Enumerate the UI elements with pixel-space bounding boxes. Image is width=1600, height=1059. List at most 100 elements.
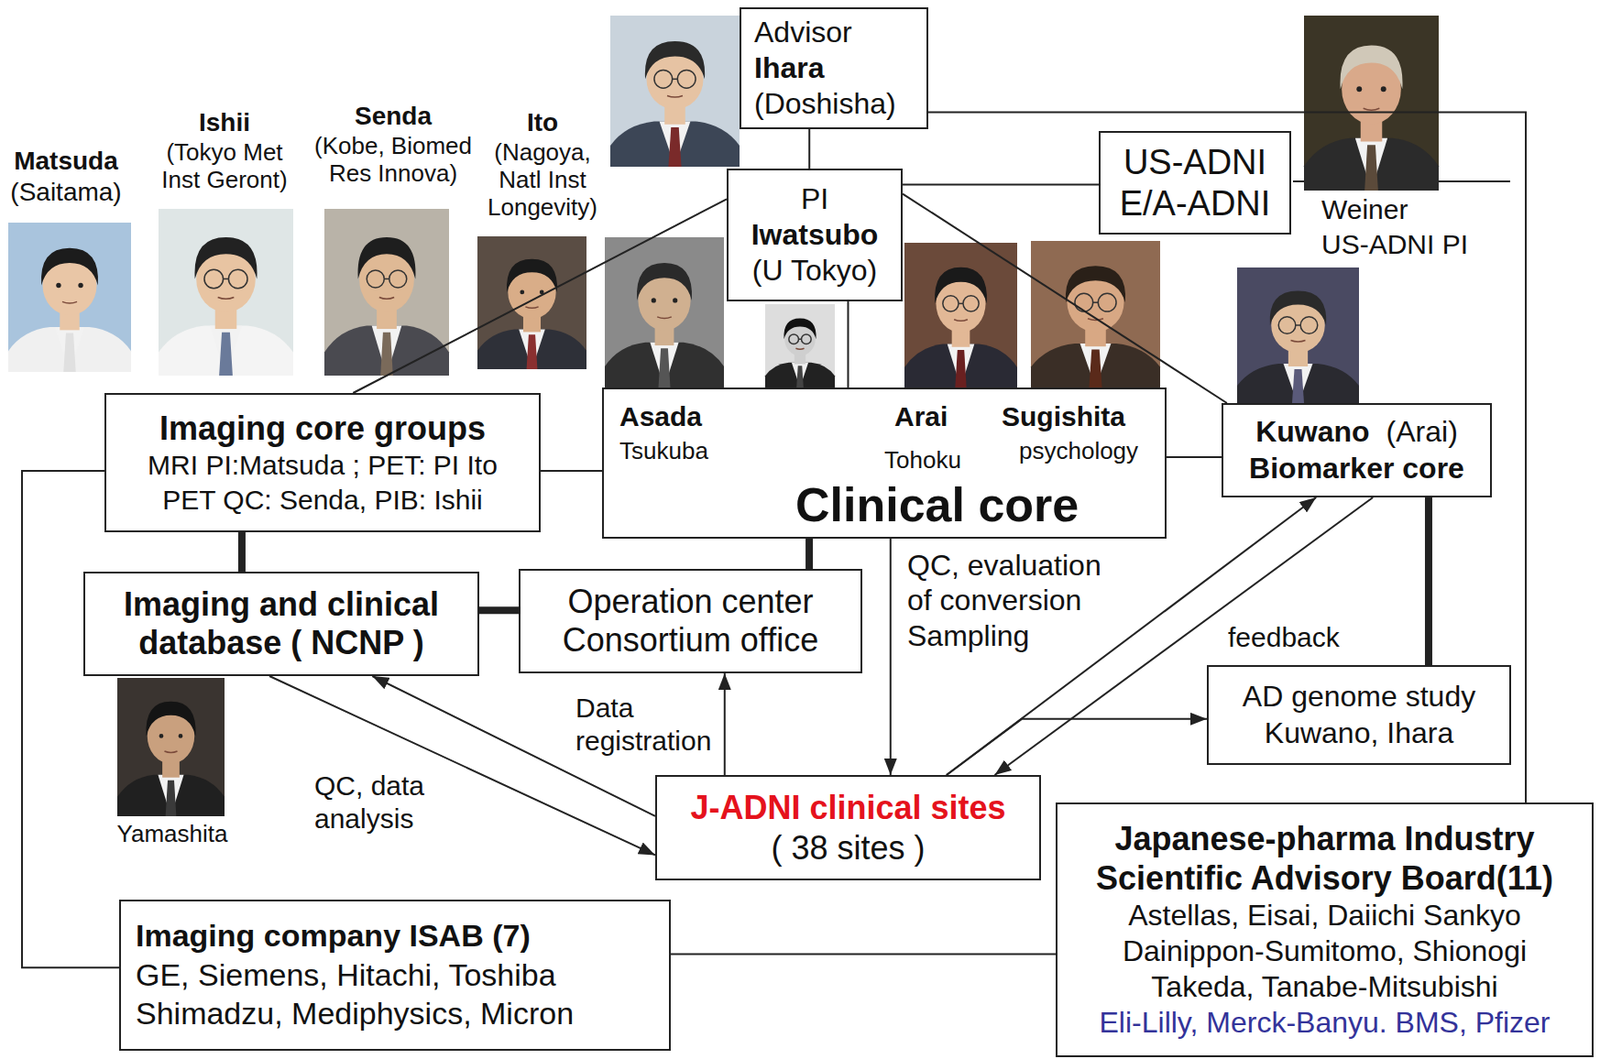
photo-hair (194, 237, 257, 280)
connector (479, 606, 519, 614)
photo-mouth (953, 319, 968, 322)
box-text: Tsukuba (619, 437, 709, 467)
photo-tie (1088, 349, 1102, 388)
box-text: Imaging company ISAB (7) (135, 917, 531, 955)
connector-label: QC, evaluation of conversion Sampling (907, 547, 1120, 654)
photo-ground (904, 242, 1018, 388)
process-box: J-ADNI clinical sites( 38 sites ) (655, 775, 1042, 881)
box-text: Ihara (754, 50, 824, 87)
photo-suit (610, 121, 740, 168)
photo-tie (380, 332, 394, 376)
photo-eye (1380, 86, 1387, 92)
portrait-photo (8, 222, 132, 373)
process-box: Japanese-pharma Industry Scientific Advi… (1055, 802, 1594, 1058)
box-text: Tohoku (884, 446, 962, 476)
box-text: ( 38 sites ) (770, 828, 925, 869)
portrait-photo (1030, 241, 1161, 388)
connector (946, 719, 1207, 776)
photo-shirt (372, 325, 403, 376)
affiliation: (Saitama) (10, 177, 121, 208)
connector (352, 198, 727, 394)
photo-mouth (795, 347, 804, 350)
photo-glasses (789, 334, 800, 345)
photo-ground (8, 222, 132, 373)
photo-ground (158, 208, 294, 376)
photo-hair (636, 263, 692, 301)
process-box: Imaging and clinical database ( NCNP ) (83, 571, 480, 677)
box-text: Astellas, Eisai, Daiichi Sankyo Dainippo… (1095, 898, 1555, 1006)
photo-eye (1356, 86, 1362, 92)
photo-hair (506, 259, 558, 293)
person-name: Ito (526, 108, 559, 138)
box-text: Eli-Lilly, Merck-Banyu. BMS, Pfizer (1099, 1005, 1551, 1042)
photo-mouth (379, 296, 395, 299)
box-text: Kuwano (1255, 414, 1370, 450)
photo-eye (77, 283, 83, 288)
photo-glasses (672, 78, 679, 81)
photo-shirt (1355, 138, 1388, 191)
photo-ground (477, 236, 587, 370)
photo-shirt (209, 325, 242, 376)
photo-eye (672, 297, 678, 303)
connector (238, 532, 246, 572)
photo-shirt (54, 327, 85, 373)
photo-glasses (654, 69, 673, 88)
box-text: Advisor (754, 14, 853, 51)
photo-hair (1065, 265, 1126, 303)
photo-glasses (958, 303, 964, 306)
box-text: (U Tokyo) (752, 252, 877, 289)
process-box: Kuwano(Arai)Biomarker core (1221, 403, 1492, 498)
connector (540, 470, 603, 472)
photo-glasses (1074, 293, 1094, 312)
photo-shirt (1283, 363, 1314, 406)
photo-suit (158, 325, 294, 376)
connector (1424, 497, 1433, 666)
box-text: Iwatsubo (751, 217, 879, 253)
connector (846, 301, 849, 388)
photo-tie (668, 127, 681, 167)
photo-ground (610, 15, 740, 167)
photo-glasses (204, 269, 224, 289)
photo-glasses (1093, 301, 1099, 304)
portrait-photo (1304, 15, 1439, 191)
person-name: Yamashita (117, 821, 229, 849)
connector (889, 538, 892, 776)
photo-shirt (1080, 343, 1112, 388)
photo-hair (934, 267, 987, 305)
box-text: PI (800, 181, 829, 218)
photo-tie (796, 365, 804, 388)
photo-tie (658, 348, 671, 388)
connector (808, 129, 811, 169)
photo-suit (765, 362, 835, 388)
connector-label: feedback (1227, 621, 1357, 655)
photo-hair (41, 248, 99, 286)
portrait-photo (904, 242, 1018, 388)
box-text: AD genome study (1242, 679, 1476, 715)
photo-mouth (525, 306, 538, 308)
box-text: Japanese-pharma Industry Scientific Advi… (1070, 819, 1579, 899)
photo-tie (954, 350, 966, 388)
portrait-photo (477, 236, 587, 370)
process-box: Operation center Consortium office (518, 569, 863, 674)
portrait-photo (610, 15, 740, 167)
photo-hair (645, 41, 705, 79)
photo-mouth (1291, 340, 1306, 343)
photo-suit (604, 342, 724, 388)
connector (670, 953, 1056, 955)
box-text: Asada (619, 400, 702, 435)
photo-glasses (798, 338, 801, 340)
portrait-photo (1237, 267, 1359, 406)
photo-shirt (649, 342, 679, 388)
photo-glasses (383, 278, 389, 281)
box-text: Operation center Consortium office (531, 582, 850, 661)
photo-suit (477, 329, 587, 371)
photo-eye (178, 734, 184, 739)
box-text: Biomarker core (1232, 450, 1481, 487)
photo-tie (63, 333, 76, 373)
box-text: (Doshisha) (754, 86, 897, 122)
photo-shirt (947, 344, 976, 388)
process-box: AsadaTsukubaAraiTohokuSugishitapsycholog… (602, 387, 1167, 539)
box-text: GE, Siemens, Hitachi, Toshiba Shimadzu, … (135, 955, 655, 1034)
person-name: Weiner (1321, 194, 1408, 227)
